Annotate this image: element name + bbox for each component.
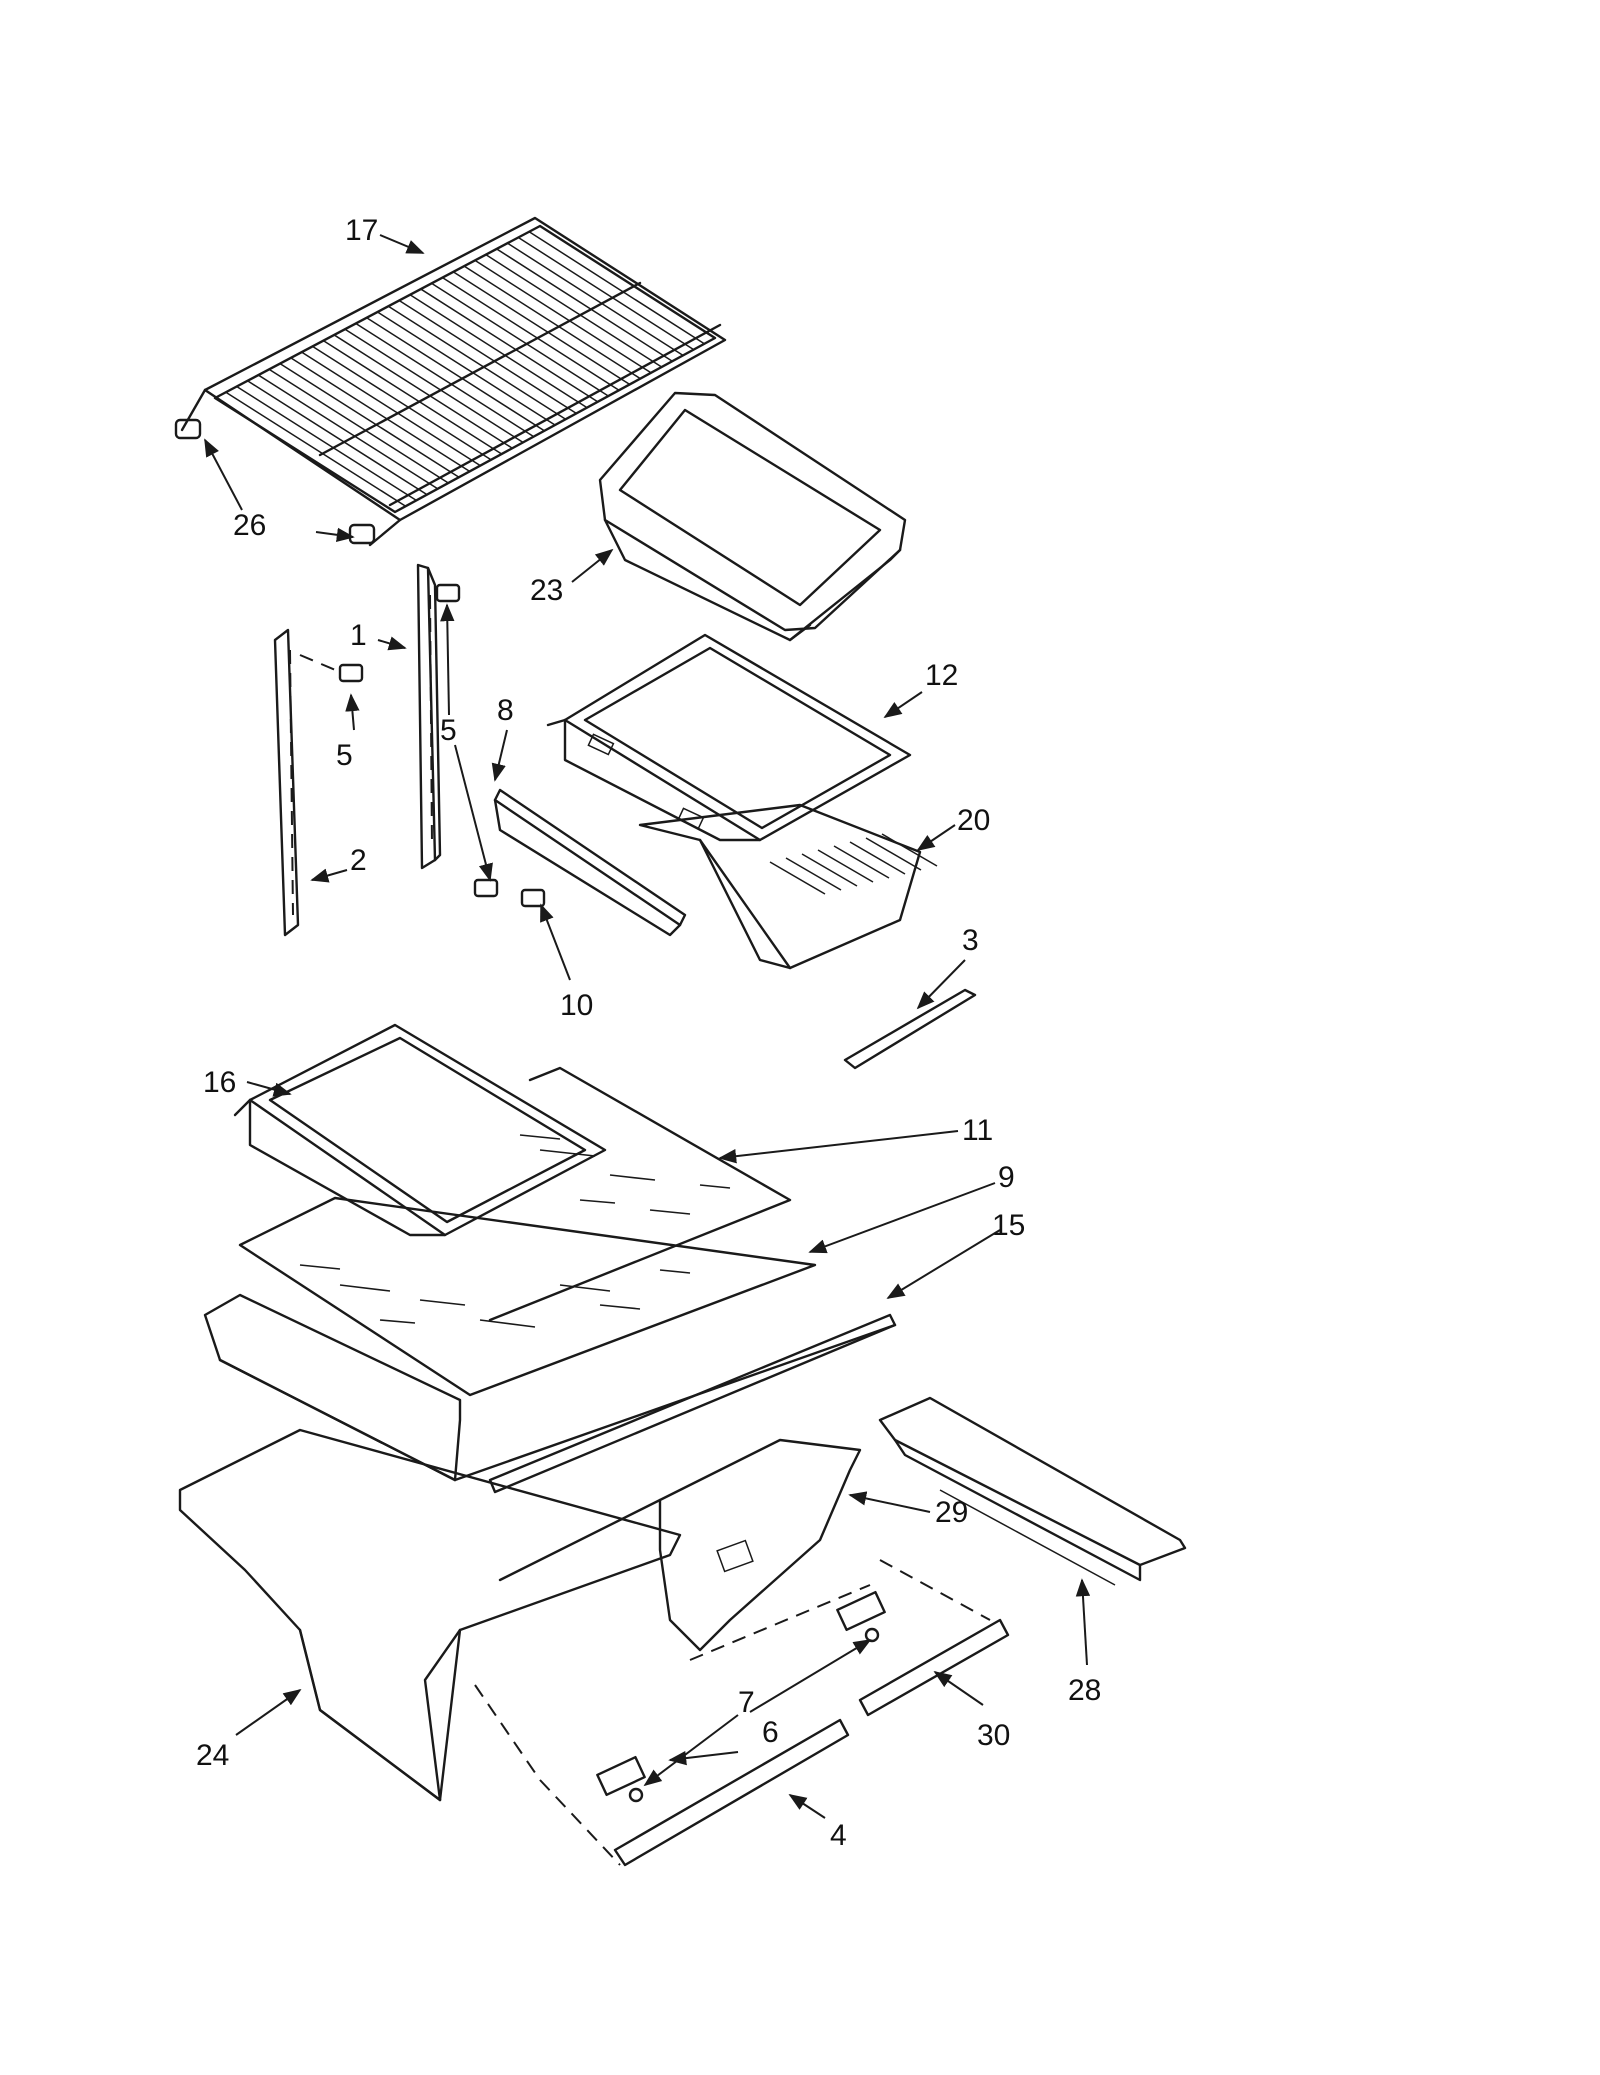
callout-30: 30: [977, 1719, 1010, 1752]
drawer-slide-bracket-part: [493, 788, 687, 937]
callout-15: 15: [992, 1209, 1025, 1242]
callout-17: 17: [345, 214, 378, 247]
callout-4: 4: [830, 1819, 847, 1852]
callout-11: 11: [962, 1114, 993, 1147]
callout-16: 16: [203, 1066, 236, 1099]
trim-strip-part: [843, 988, 977, 1070]
shelf-support-rail-part: [273, 628, 300, 937]
crisper-drawer-part: [638, 803, 938, 970]
callout-10: 10: [560, 989, 593, 1022]
callout-26: 26: [233, 509, 266, 542]
callout-29: 29: [935, 1496, 968, 1529]
crisper-frame-housing: [203, 1293, 897, 1482]
crisper-cover-part: [546, 633, 912, 842]
callout-28: 28: [1068, 1674, 1101, 1707]
callout-2: 2: [350, 844, 367, 877]
callout-8: 8: [497, 694, 514, 727]
callout-leaders: [204, 234, 1091, 1819]
callout-3: 3: [962, 924, 979, 957]
upper-cover-part: [233, 1023, 607, 1237]
crisper-pan-right-part: [498, 1438, 862, 1652]
callout-labels: 17 26 23 1 5 5 8 12 20 2 3 10 16 11 9 15…: [196, 214, 1101, 1852]
assembly-guide-lines: [474, 1559, 991, 1866]
callout-24: 24: [196, 1739, 229, 1772]
clip-bracket-part: [596, 1590, 886, 1803]
callout-12: 12: [925, 659, 958, 692]
shelf-frame-part: [238, 1196, 817, 1397]
glass-shelf-part: [488, 1066, 792, 1322]
callout-20: 20: [957, 804, 990, 837]
shelf-support-channel-part: [416, 563, 442, 870]
callout-6: 6: [762, 1716, 779, 1749]
callout-9: 9: [998, 1161, 1015, 1194]
callout-7: 7: [738, 1686, 755, 1719]
crisper-pan-left-part: [178, 1428, 682, 1802]
pan-trim-part: [613, 1618, 1010, 1867]
wire-shelf-part: [180, 216, 727, 547]
slide-rail-part: [878, 1396, 1187, 1586]
front-trim-part: [488, 1313, 897, 1494]
callout-23: 23: [530, 574, 563, 607]
storage-bin-part: [598, 391, 907, 642]
callout-5-left: 5: [336, 739, 353, 772]
callout-5-center: 5: [440, 714, 457, 747]
callout-1: 1: [350, 619, 367, 652]
